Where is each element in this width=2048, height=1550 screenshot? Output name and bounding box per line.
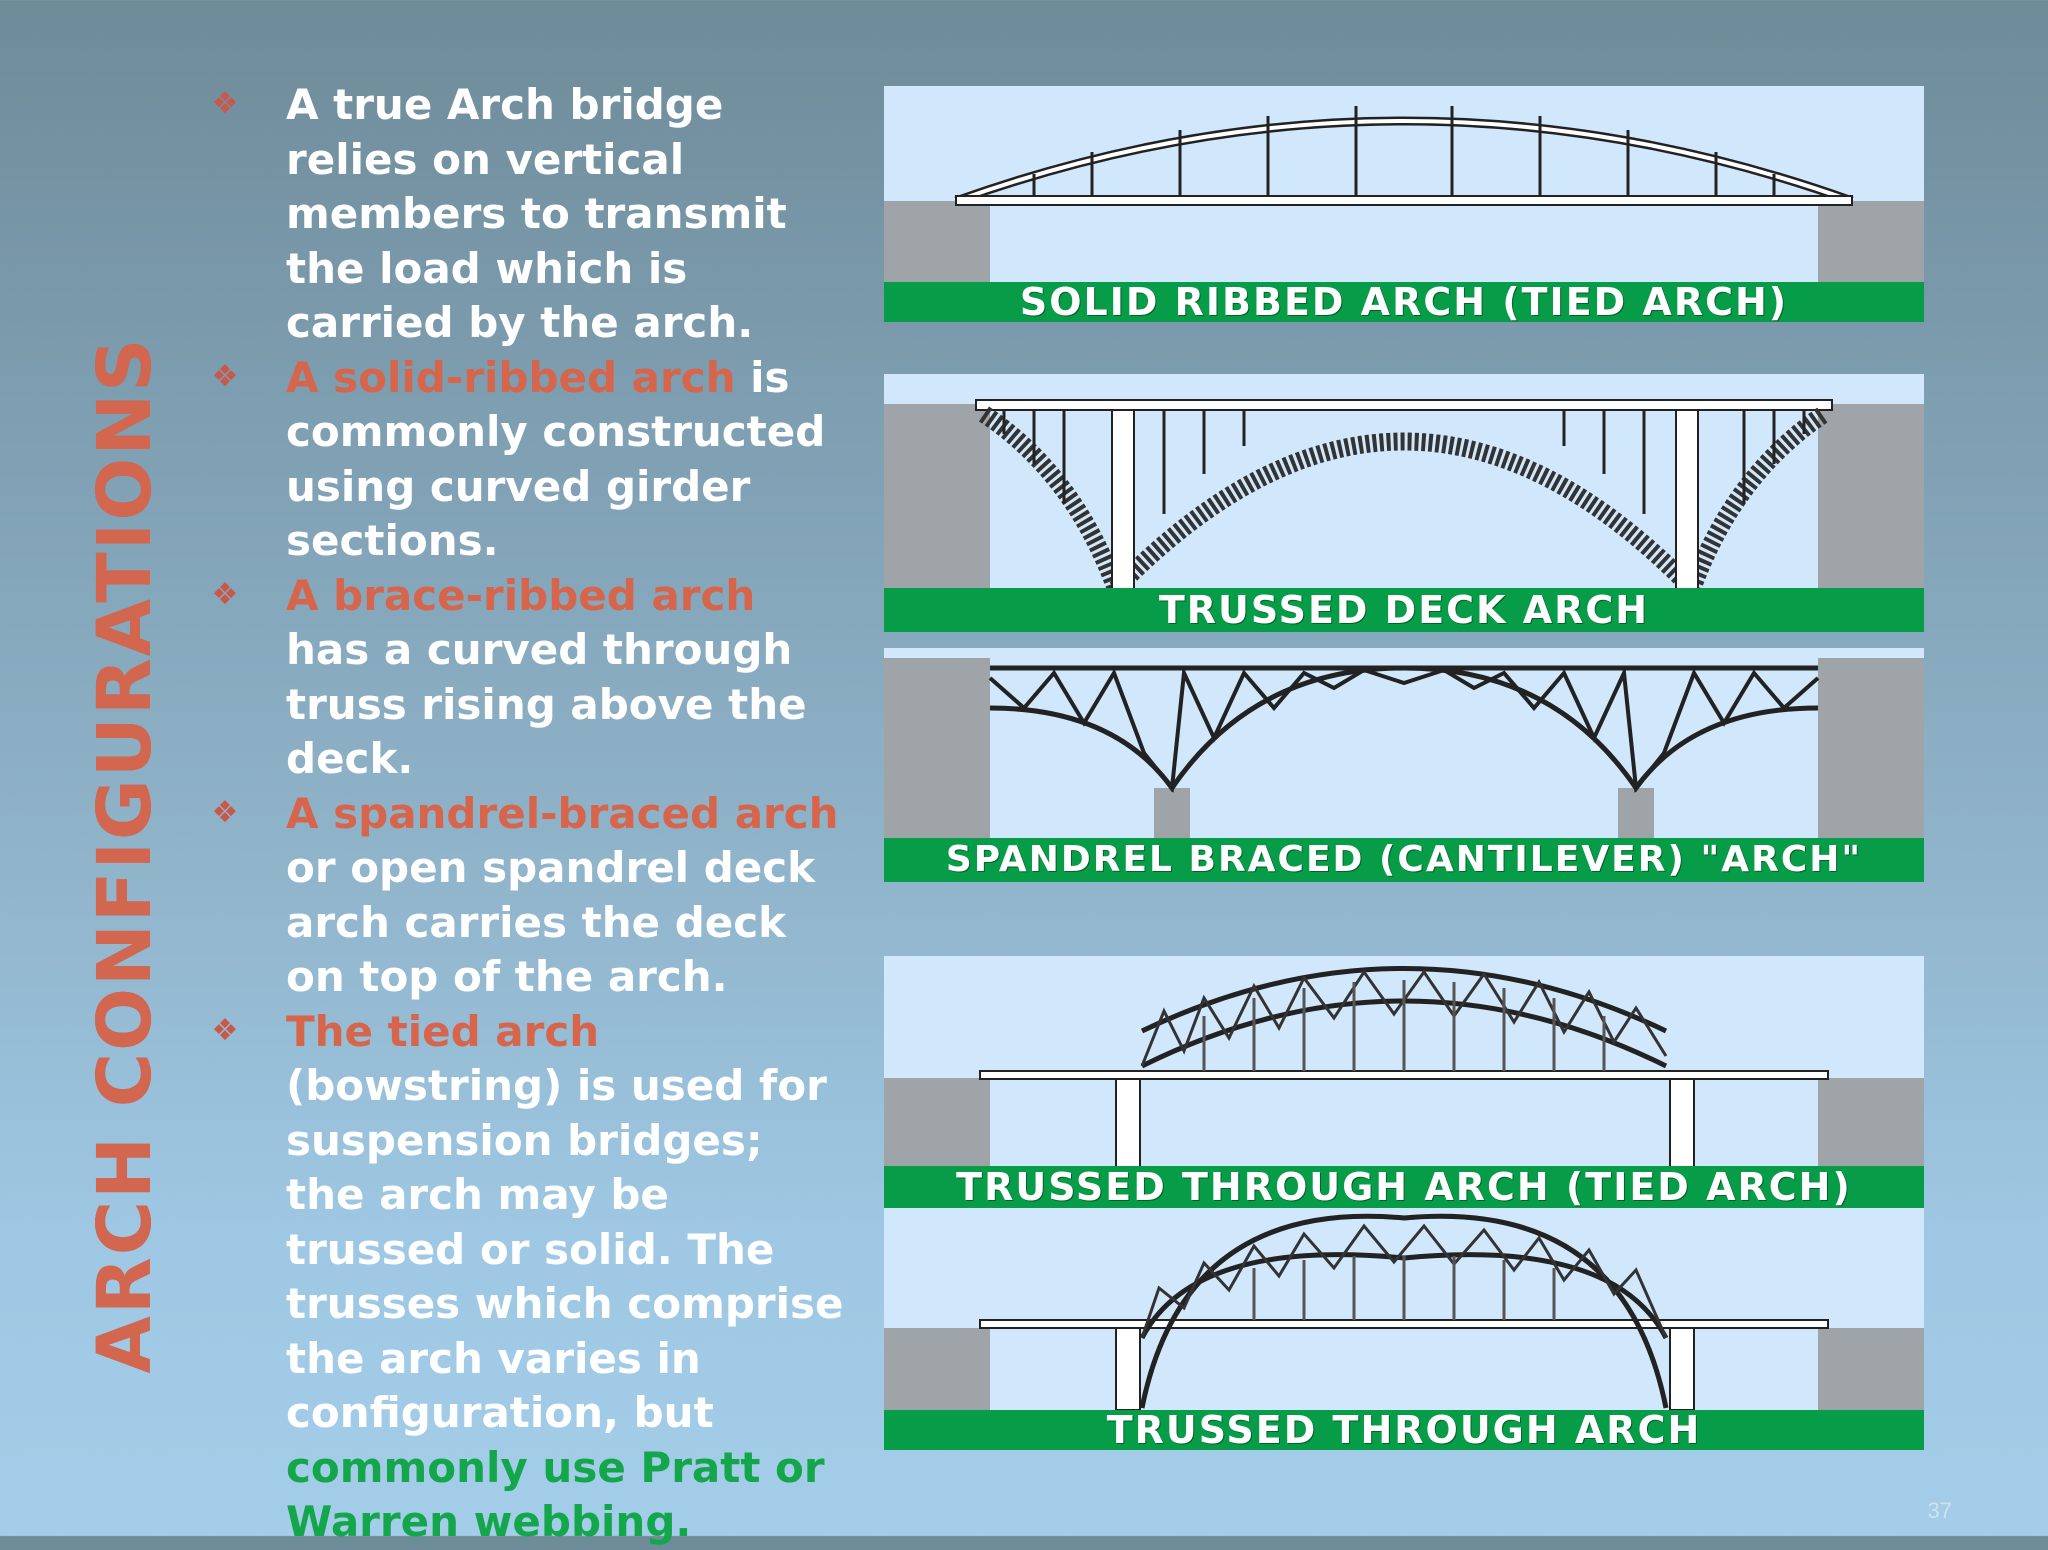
diagram-caption: SPANDREL BRACED (CANTILEVER) "ARCH" — [884, 838, 1924, 882]
bullet-green-text: commonly use Pratt or Warren webbing. — [286, 1442, 825, 1547]
diagram-caption: TRUSSED DECK ARCH — [884, 588, 1924, 632]
bullet-text: or open spandrel deck arch carries the d… — [286, 843, 816, 1001]
trussed-through-arch-illustration — [884, 1213, 1924, 1411]
trussed-deck-arch-illustration — [884, 399, 1924, 596]
bullet-item: ❖ A spandrel-braced arch or open spandre… — [210, 787, 850, 1005]
four-diamond-bullet-icon: ❖ — [211, 86, 239, 121]
bullet-text: A true Arch bridge relies on vertical me… — [286, 80, 787, 347]
bullet-highlight: A spandrel-braced arch — [286, 788, 839, 838]
bullet-highlight: The tied arch — [286, 1006, 600, 1056]
diagram-trussed-deck-arch: TRUSSED DECK ARCH — [884, 374, 1924, 632]
bullet-text: has a curved through truss rising above … — [286, 625, 807, 783]
diagram-trussed-through-tied-arch: TRUSSED THROUGH ARCH (TIED ARCH) — [884, 956, 1924, 1208]
four-diamond-bullet-icon: ❖ — [211, 1012, 239, 1048]
bullet-text: (bowstring) is used for suspension bridg… — [286, 1061, 844, 1437]
four-diamond-bullet-icon: ❖ — [211, 794, 239, 830]
diagram-solid-ribbed-arch: SOLID RIBBED ARCH (TIED ARCH) — [884, 86, 1924, 322]
trussed-through-tied-arch-illustration — [884, 966, 1924, 1170]
page-number: 37 — [1927, 1498, 1952, 1523]
four-diamond-bullet-icon: ❖ — [211, 358, 239, 394]
slide-title: ARCH CONFIGURATIONS — [82, 336, 168, 1374]
bullet-item: ❖ A brace-ribbed arch has a curved throu… — [210, 569, 850, 787]
diagram-trussed-through-arch: TRUSSED THROUGH ARCH — [884, 1208, 1924, 1450]
bullet-highlight: A solid-ribbed arch — [286, 352, 736, 402]
diagram-caption: TRUSSED THROUGH ARCH — [884, 1410, 1924, 1450]
diagram-spandrel-braced-arch: SPANDREL BRACED (CANTILEVER) "ARCH" — [884, 648, 1924, 882]
bullet-text: is commonly constructed using curved gir… — [286, 352, 826, 566]
four-diamond-bullet-icon: ❖ — [211, 576, 239, 612]
bullet-item: ❖ A true Arch bridge relies on vertical … — [210, 78, 850, 351]
spandrel-braced-arch-illustration — [884, 658, 1924, 838]
diagram-caption: SOLID RIBBED ARCH (TIED ARCH) — [884, 282, 1924, 322]
bullet-item: ❖ The tied arch (bowstring) is used for … — [210, 1005, 850, 1550]
bullet-highlight: A brace-ribbed arch — [286, 570, 756, 620]
bullet-list: ❖ A true Arch bridge relies on vertical … — [210, 78, 850, 1550]
bullet-item: ❖ A solid-ribbed arch is commonly constr… — [210, 351, 850, 569]
diagram-caption: TRUSSED THROUGH ARCH (TIED ARCH) — [884, 1166, 1924, 1208]
